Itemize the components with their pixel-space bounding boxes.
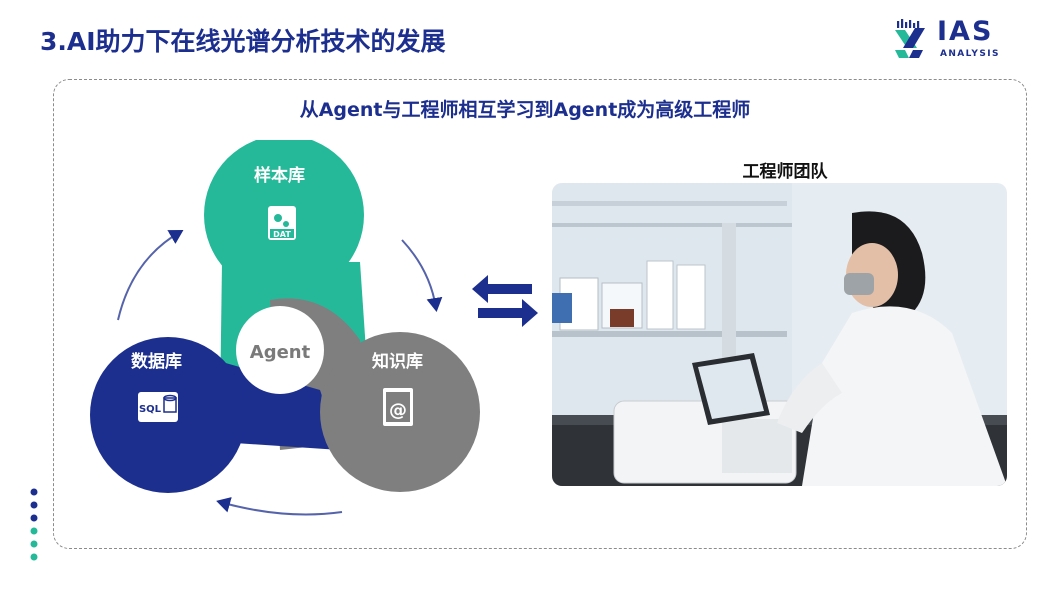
node-label-database: 数据库	[131, 352, 182, 372]
svg-text:@: @	[389, 400, 407, 421]
node-label-sample-library: 样本库	[254, 166, 305, 186]
logo-text: IAS	[937, 16, 994, 47]
node-label-knowledge-library: 知识库	[372, 352, 423, 372]
photo-caption: 工程师团队	[742, 162, 828, 182]
section-subtitle: 从Agent与工程师相互学习到Agent成为高级工程师	[299, 99, 751, 121]
sql-database-icon: SQL	[138, 392, 178, 422]
agent-knowledge-diagram: DAT SQL @	[90, 140, 480, 516]
book-at-icon: @	[383, 388, 413, 426]
agent-label: Agent	[249, 342, 311, 363]
lab-engineer-photo	[552, 183, 1007, 486]
svg-text:SQL: SQL	[139, 404, 162, 415]
cycle-arrow-bottom	[216, 497, 343, 516]
dat-file-icon: DAT	[268, 206, 296, 240]
svg-text:DAT: DAT	[273, 230, 291, 239]
decorative-dots	[30, 488, 38, 561]
agent-center-circle	[236, 306, 324, 394]
slide-title: 3.AI助力下在线光谱分析技术的发展	[40, 27, 446, 56]
cycle-arrow-top-left	[117, 229, 184, 321]
ias-logo-icon	[895, 19, 925, 58]
exchange-arrows-icon	[472, 275, 538, 327]
content-frame	[53, 79, 1027, 549]
logo-subtext: ANALYSIS	[940, 49, 1000, 59]
cycle-arrow-top-right	[401, 239, 443, 312]
